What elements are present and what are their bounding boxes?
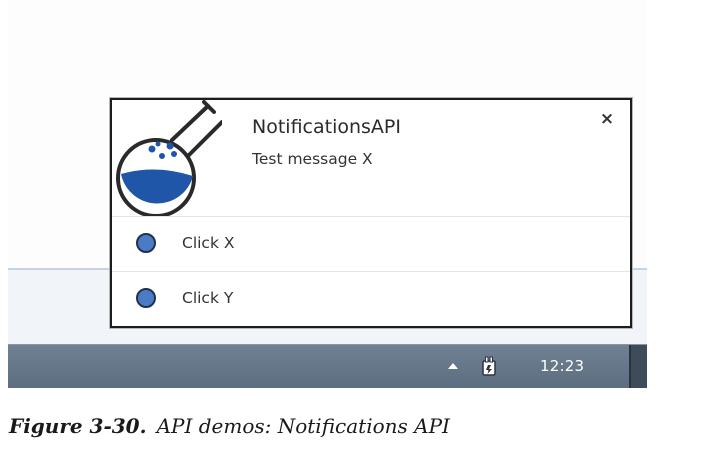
close-button[interactable]: × [599,109,615,129]
power-plug-icon[interactable] [478,356,500,378]
chevron-up-icon[interactable] [448,363,458,369]
flask-icon [116,100,222,216]
notification-title: NotificationsAPI [252,116,401,138]
circle-icon [136,233,156,253]
notification-popup: NotificationsAPI Test message X × Click … [110,98,632,328]
action-button-click-y[interactable]: Click Y [112,272,630,326]
notification-message: Test message X [252,150,373,168]
action-button-click-x[interactable]: Click X [112,217,630,272]
action-label: Click X [182,234,235,252]
clock[interactable]: 12:23 [540,357,585,375]
figure-caption-text: API demos: Notifications API [156,414,450,438]
taskbar: 12:23 [8,344,647,388]
show-desktop-button[interactable] [629,345,647,388]
screen: 12:23 NotificationsAPI Test message X × [8,0,647,388]
notification-header[interactable]: NotificationsAPI Test message X × [112,100,630,217]
figure-caption: Figure 3-30. API demos: Notifications API [9,414,450,438]
figure-label: Figure 3-30. [9,414,147,438]
action-label: Click Y [182,289,234,307]
circle-icon [136,288,156,308]
